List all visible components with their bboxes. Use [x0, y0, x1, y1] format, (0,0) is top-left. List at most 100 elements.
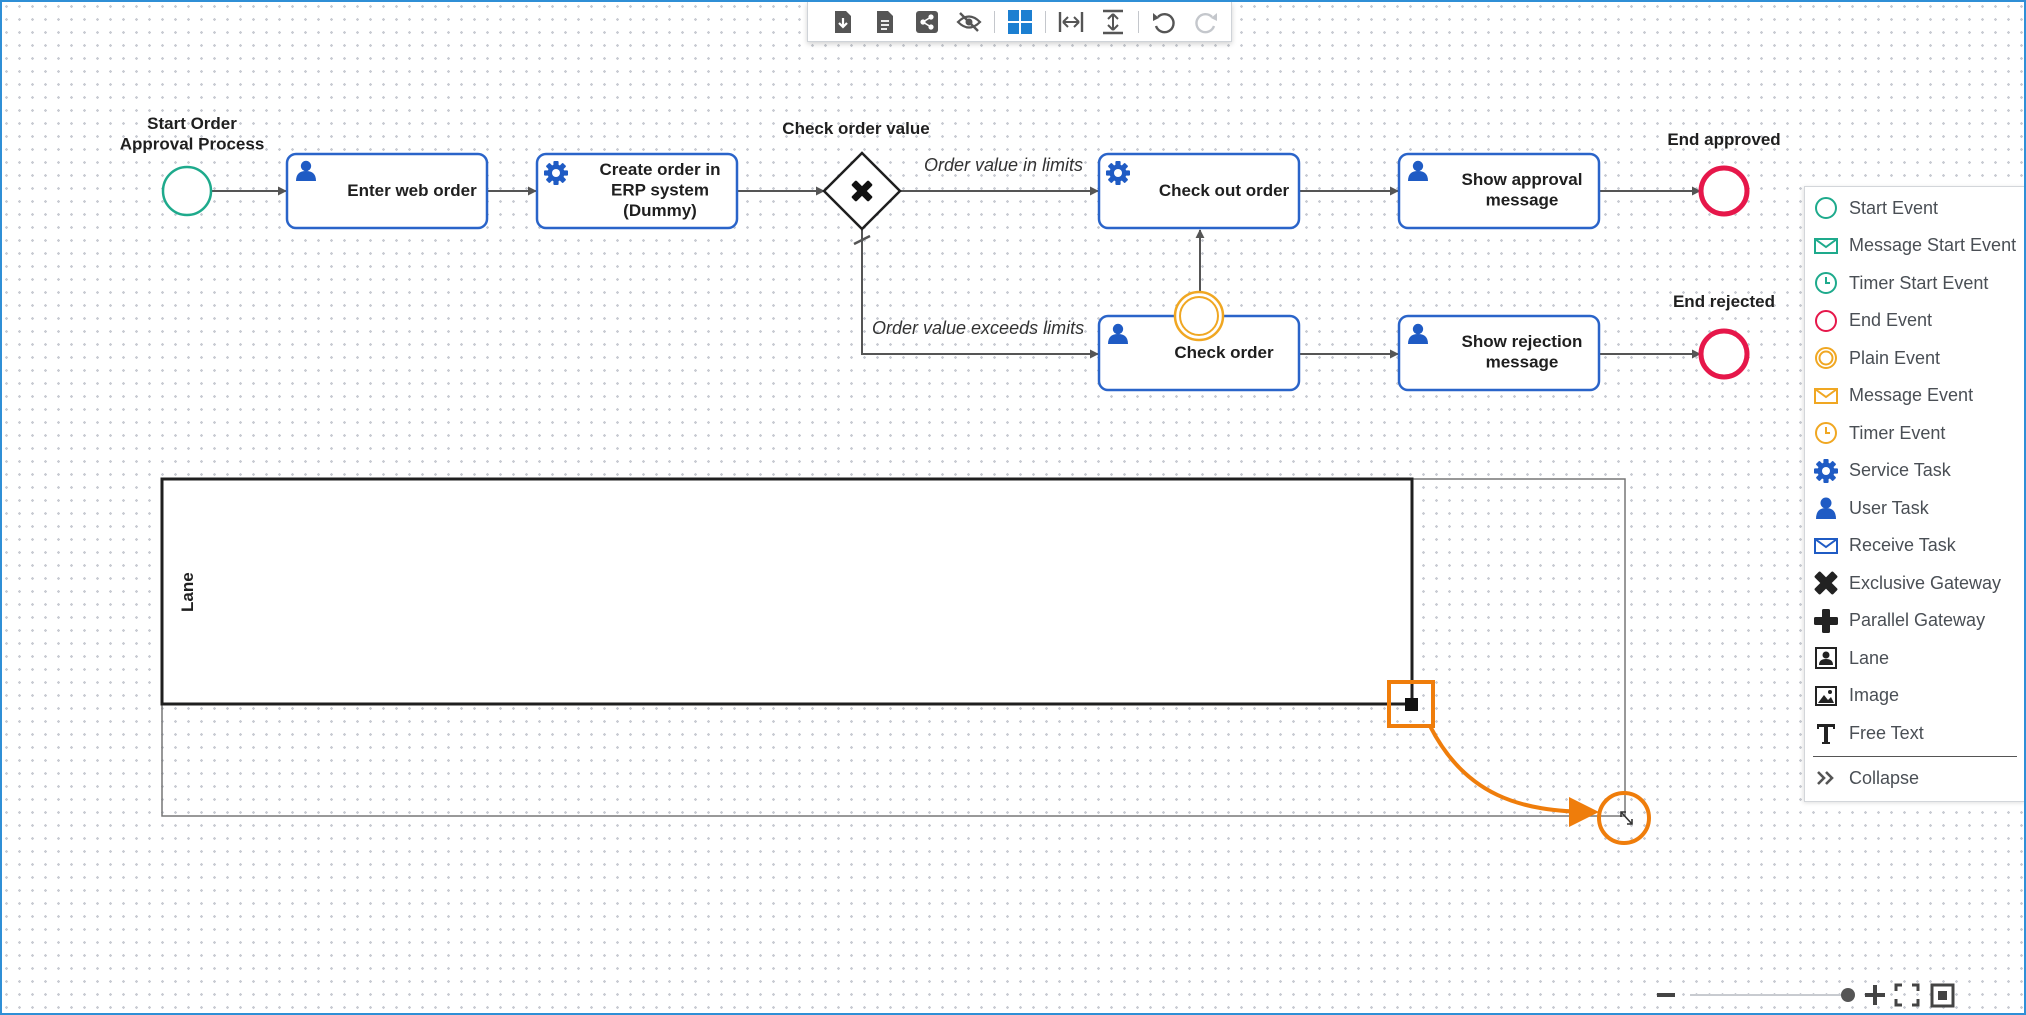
- share-icon: [916, 10, 938, 33]
- download-icon: [835, 10, 851, 33]
- zoom-slider-thumb[interactable]: [1841, 988, 1855, 1002]
- palette-label: Start Event: [1849, 197, 1939, 218]
- document-button[interactable]: [864, 2, 906, 42]
- palette-label: Exclusive Gateway: [1849, 572, 2002, 593]
- palette-label: Free Text: [1849, 722, 1924, 743]
- undo-icon: [1153, 12, 1175, 33]
- timer-event-icon: [1813, 420, 1839, 446]
- receive-task-icon: [1813, 533, 1839, 559]
- task-check-order[interactable]: Check order: [1097, 314, 1301, 392]
- palette-label: Timer Event: [1849, 422, 1946, 443]
- fit-width-button[interactable]: [1050, 2, 1092, 42]
- service-task-icon: [1106, 161, 1130, 185]
- layout-grid-icon: [1008, 9, 1032, 34]
- palette-item-free-text[interactable]: Free Text: [1813, 716, 2023, 750]
- drag-arrow: [1428, 725, 1599, 827]
- palette-item-exclusive-gateway[interactable]: Exclusive Gateway: [1813, 566, 2023, 600]
- layout-button[interactable]: [999, 2, 1041, 42]
- palette-item-user-task[interactable]: User Task: [1813, 491, 2023, 525]
- element-palette: Start Event Message Start Event Timer St…: [1804, 186, 2026, 802]
- palette-item-plain-event[interactable]: Plain Event: [1813, 341, 2023, 375]
- palette-collapse-button[interactable]: Collapse: [1813, 761, 2023, 795]
- timer-start-event-icon: [1813, 270, 1839, 296]
- top-toolbar: [807, 2, 1232, 42]
- message-event-icon: [1813, 383, 1839, 409]
- palette-item-receive-task[interactable]: Receive Task: [1813, 529, 2023, 563]
- fit-width-icon: [1058, 11, 1084, 32]
- free-text-icon: [1813, 720, 1839, 746]
- zoom-controls: [1657, 983, 1955, 1008]
- svg-text:Enter web order: Enter web order: [347, 181, 477, 200]
- message-start-event-icon: [1813, 233, 1839, 259]
- resize-cursor-icon: [1620, 811, 1633, 825]
- service-task-icon: [544, 161, 568, 185]
- start-event[interactable]: [161, 165, 213, 217]
- palette-item-timer-start-event[interactable]: Timer Start Event: [1813, 266, 2023, 300]
- start-event-icon: [1813, 195, 1839, 221]
- end-event-approved[interactable]: [1698, 165, 1750, 217]
- lane-resize-handle[interactable]: [1405, 698, 1418, 711]
- double-chevron-right-icon: [1813, 765, 1839, 791]
- svg-text:Check out order: Check out order: [1159, 181, 1290, 200]
- palette-label: Parallel Gateway: [1849, 610, 1986, 630]
- palette-item-start-event[interactable]: Start Event: [1813, 191, 2023, 225]
- user-task-icon: [1813, 495, 1839, 521]
- boundary-plain-event[interactable]: [1173, 290, 1225, 342]
- flow-label-in-limits: Order value in limits: [924, 155, 1083, 175]
- palette-item-message-start-event[interactable]: Message Start Event: [1813, 229, 2023, 263]
- service-task-icon: [1813, 458, 1839, 484]
- palette-label: Image: [1849, 685, 1900, 705]
- fullscreen-icon[interactable]: [1894, 983, 1920, 1007]
- end-event-rejected[interactable]: [1698, 328, 1750, 380]
- task-enter-web-order[interactable]: Enter web order: [285, 152, 489, 230]
- palette-label: Plain Event: [1849, 347, 1941, 368]
- palette-item-service-task[interactable]: Service Task: [1813, 454, 2023, 488]
- collapse-label: Collapse: [1849, 767, 1920, 788]
- palette-label: Receive Task: [1849, 535, 1956, 555]
- exclusive-gateway-icon: [1813, 570, 1839, 596]
- task-check-out-order[interactable]: Check out order: [1097, 152, 1301, 230]
- fit-height-icon: [1103, 9, 1123, 34]
- gateway-label: Check order value: [782, 119, 929, 138]
- flow-gateway-to-check-order[interactable]: [861, 230, 1099, 359]
- redo-icon: [1195, 12, 1217, 33]
- toolbar-separator: [994, 10, 995, 33]
- hide-icon: [956, 11, 982, 32]
- fit-view-icon[interactable]: [1930, 983, 1955, 1008]
- plain-event-icon: [1813, 345, 1839, 371]
- lane-icon: [1813, 645, 1839, 671]
- svg-text:Check order: Check order: [1174, 343, 1274, 362]
- share-button[interactable]: [906, 2, 948, 42]
- palette-item-lane[interactable]: Lane: [1813, 641, 2023, 675]
- palette-label: Message Event: [1849, 385, 1974, 405]
- lane[interactable]: Lane: [160, 477, 1414, 706]
- hide-button[interactable]: [948, 2, 990, 42]
- fit-height-button[interactable]: [1092, 2, 1134, 42]
- palette-label: Lane: [1849, 647, 1890, 668]
- zoom-out-button[interactable]: [1657, 993, 1675, 997]
- download-button[interactable]: [822, 2, 864, 42]
- undo-button[interactable]: [1143, 2, 1185, 42]
- palette-item-timer-event[interactable]: Timer Event: [1813, 416, 2023, 450]
- resize-handle-highlight: [1387, 680, 1435, 728]
- flow-label-exceeds: Order value exceeds limits: [872, 318, 1084, 338]
- palette-label: Message Start Event: [1849, 235, 2017, 255]
- palette-item-parallel-gateway[interactable]: Parallel Gateway: [1813, 604, 2023, 638]
- palette-item-message-event[interactable]: Message Event: [1813, 379, 2023, 413]
- zoom-in-button[interactable]: [1865, 985, 1885, 1005]
- toolbar-separator: [1138, 10, 1139, 33]
- end-event-icon: [1813, 308, 1839, 334]
- resize-target-highlight: [1597, 791, 1651, 845]
- palette-item-end-event[interactable]: End Event: [1813, 304, 2023, 338]
- palette-label: Service Task: [1849, 460, 1951, 480]
- palette-item-image[interactable]: Image: [1813, 679, 2023, 713]
- palette-label: End Event: [1849, 310, 1933, 330]
- redo-button[interactable]: [1185, 2, 1227, 42]
- exclusive-gateway[interactable]: [822, 151, 902, 231]
